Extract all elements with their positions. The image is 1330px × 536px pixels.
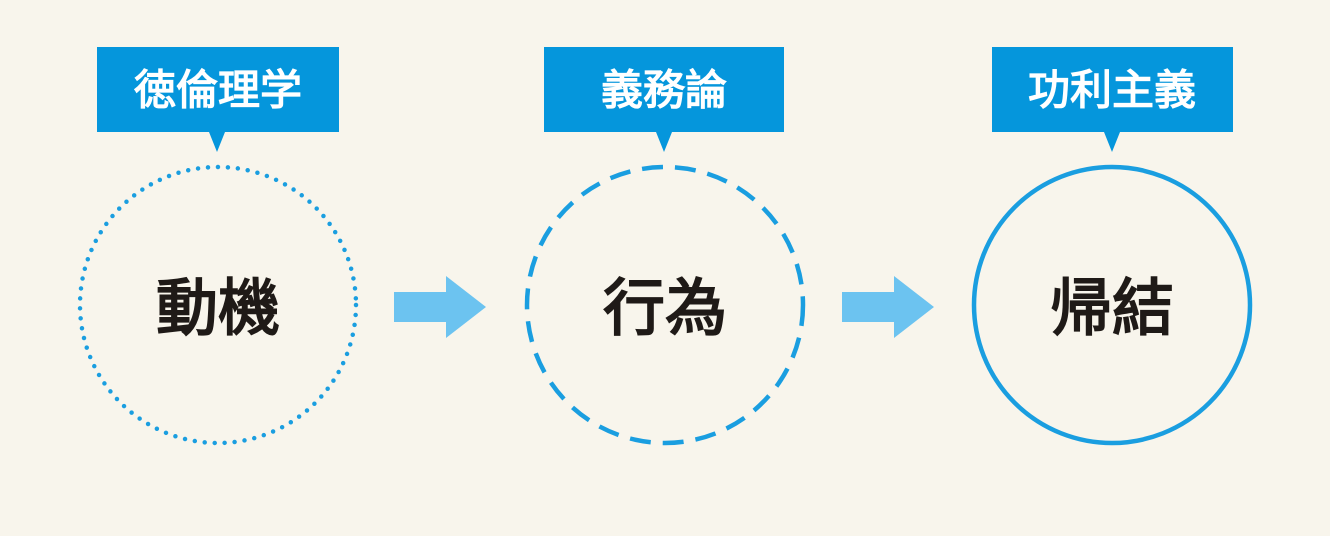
label-text: 徳倫理学 — [133, 66, 302, 115]
label-box — [544, 47, 784, 152]
arrow-right-icon — [394, 276, 486, 338]
circle-solid — [971, 164, 1253, 446]
label-box — [992, 47, 1233, 152]
label-text: 義務論 — [601, 66, 727, 115]
arrow-right-icon — [842, 276, 934, 338]
label-box — [97, 47, 339, 152]
circle-text: 行為 — [603, 272, 727, 345]
circle-text: 動機 — [156, 272, 280, 345]
circle-text: 帰結 — [1050, 272, 1174, 345]
label-text: 功利主義 — [1028, 66, 1196, 115]
stage-virtue-ethics: 徳倫理学 動機 — [77, 47, 359, 446]
stage-deontology: 義務論 行為 — [524, 47, 806, 446]
circle-dashed — [524, 164, 806, 446]
stage-utilitarianism: 功利主義 帰結 — [971, 47, 1253, 446]
circle-dotted — [77, 164, 359, 446]
